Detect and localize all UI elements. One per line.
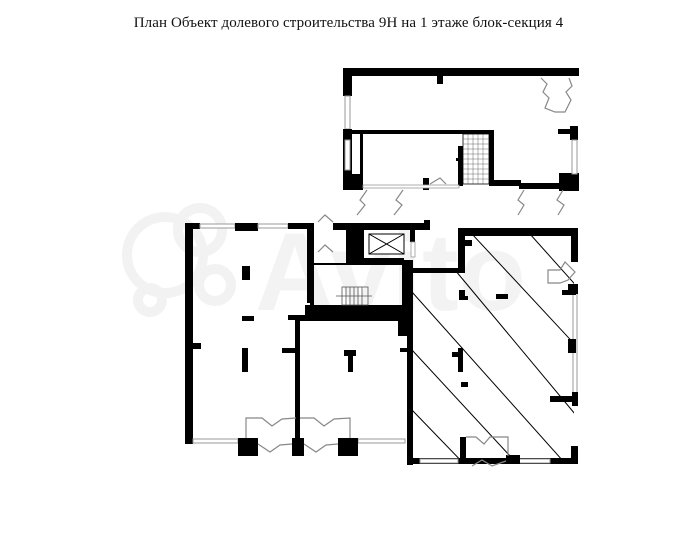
plan-title: План Объект долевого строительства 9Н на… <box>133 15 564 31</box>
corridor-doors <box>317 189 565 253</box>
diagonal-hatch <box>412 234 574 460</box>
upper-unit <box>343 68 579 191</box>
highlighted-unit-9N <box>407 228 578 467</box>
left-unit <box>185 223 314 456</box>
lobby-elevator <box>333 220 430 265</box>
